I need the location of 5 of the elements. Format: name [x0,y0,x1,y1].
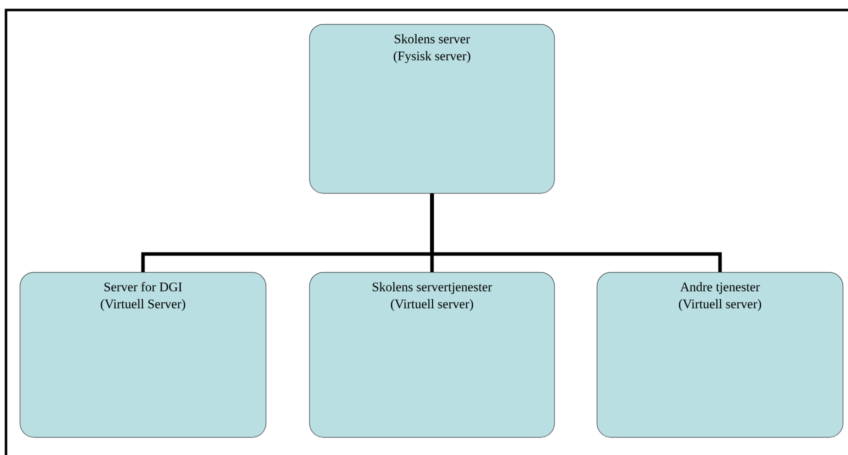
server-box: Server for DGI (Virtuell Server) [20,272,266,438]
server-box: Skolens server (Fysisk server) [309,24,555,194]
connector-line [430,194,722,272]
server-box: Skolens servertjenester (Virtuell server) [309,272,555,438]
server-box: Andre tjenester (Virtuell server) [596,272,844,438]
